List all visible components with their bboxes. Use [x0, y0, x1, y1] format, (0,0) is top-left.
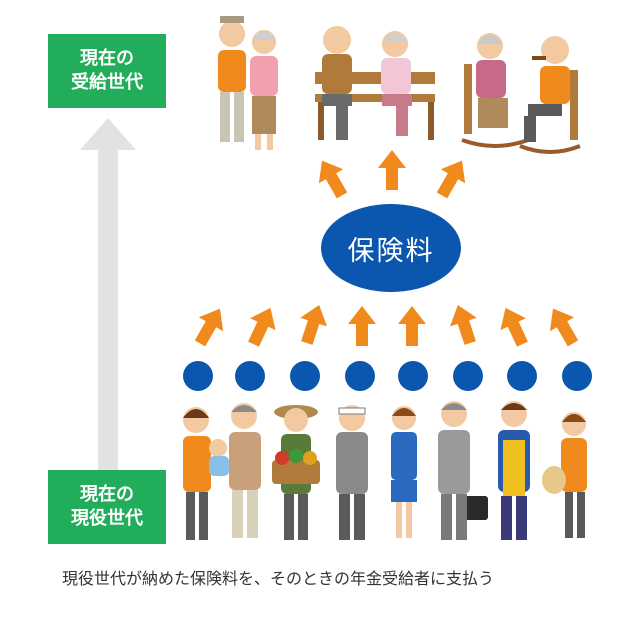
contribution-dot	[345, 361, 375, 391]
orange-up-arrow	[348, 306, 376, 346]
generation-up-arrow	[80, 118, 136, 470]
current-workers-label: 現在の 現役世代	[48, 470, 166, 544]
office-lady	[391, 406, 417, 538]
premium-ellipse	[321, 204, 461, 292]
farmer-with-vegetable-basket	[272, 405, 320, 540]
contribution-dot	[290, 361, 320, 391]
orange-up-arrow	[444, 300, 484, 348]
standing-elderly-couple	[218, 16, 278, 150]
contribution-dot	[453, 361, 483, 391]
elderly-couple-on-bench	[315, 26, 435, 140]
shopkeeper-in-apron	[498, 401, 530, 540]
contribution-dot	[183, 361, 213, 391]
orange-up-arrow	[187, 301, 233, 351]
current-beneficiaries-label-line-1: 現在の	[80, 48, 134, 69]
current-workers-label-line-2: 現役世代	[71, 508, 143, 529]
craftsman-in-headband	[336, 405, 368, 540]
diagram-caption: 現役世代が納めた保険料を、そのときの年金受給者に支払う	[62, 569, 495, 588]
current-beneficiaries-label: 現在の 受給世代	[48, 34, 166, 108]
orange-up-arrow	[492, 301, 536, 351]
man-in-apron	[229, 403, 261, 538]
orange-up-arrow	[429, 153, 475, 203]
current-workers-label-line-1: 現在の	[80, 484, 134, 505]
premium-to-elderly-arrows	[309, 150, 475, 203]
orange-up-arrow	[309, 153, 355, 203]
orange-up-arrow	[540, 301, 586, 351]
contribution-dots	[183, 361, 592, 391]
contribution-dot	[507, 361, 537, 391]
premium-label: 保険料	[347, 235, 435, 267]
businessman-with-briefcase	[438, 401, 488, 540]
current-beneficiaries-label-line-2: 受給世代	[71, 72, 143, 93]
orange-up-arrow	[240, 301, 284, 351]
elderly-couple-on-rocking-chairs	[461, 33, 581, 154]
parent-with-baby	[183, 407, 229, 540]
contribution-dot	[562, 361, 592, 391]
woman-with-shopping-bag	[542, 412, 587, 538]
dots-to-premium-arrows	[187, 300, 586, 351]
contribution-dot	[235, 361, 265, 391]
orange-up-arrow	[293, 300, 333, 348]
orange-up-arrow	[398, 306, 426, 346]
orange-up-arrow	[378, 150, 406, 190]
contribution-dot	[398, 361, 428, 391]
